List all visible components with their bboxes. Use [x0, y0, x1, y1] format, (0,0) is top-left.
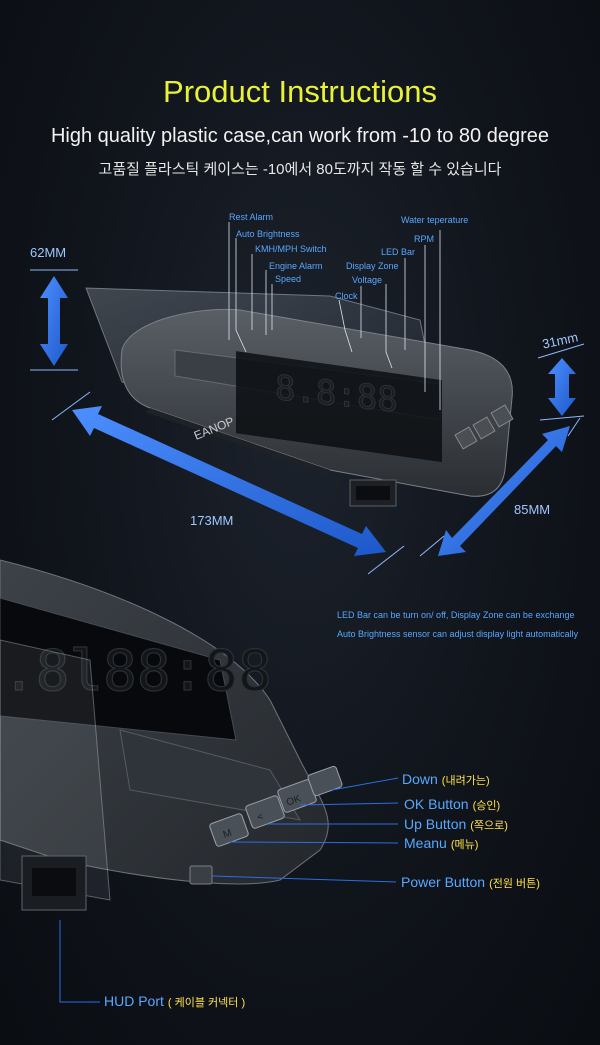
callout-leaders [228, 222, 441, 410]
label-engine-alarm: Engine Alarm [269, 261, 323, 271]
label-speed: Speed [275, 274, 302, 284]
dimension-height: 62MM [30, 245, 67, 260]
label-up-korean: (쪽으로) [470, 820, 508, 832]
label-voltage: Voltage [352, 275, 383, 285]
label-power-button: Power Button(전원 버튼) [401, 874, 540, 891]
label-hud-port-text: HUD Port [104, 993, 164, 1009]
label-hud-port: HUD Port( 케이블 커넥터 ) [104, 993, 245, 1010]
label-menu-text: Meanu [404, 835, 447, 851]
label-up-button: Up Button(쪽으로) [404, 816, 508, 833]
label-led-bar: LED Bar [381, 247, 416, 257]
label-hud-port-korean: ( 케이블 커넥터 ) [167, 997, 246, 1009]
label-menu-korean: (메뉴) [450, 839, 479, 851]
dimension-arrows [30, 269, 585, 575]
button-leaders [59, 777, 399, 1003]
closeup-hud-device: .8l88:88 M < OK [0, 559, 343, 911]
subtitle-english: High quality plastic case,can work from … [50, 125, 550, 147]
label-down-korean: (내려가는) [441, 775, 490, 787]
label-down-button: Down(내려가는) [402, 771, 490, 788]
label-down-text: Down [402, 771, 438, 787]
note-auto-brightness: Auto Brightness sensor can adjust displa… [337, 629, 579, 639]
note-led-bar: LED Bar can be turn on/ off, Display Zon… [337, 610, 575, 620]
label-ok-text: OK Button [404, 796, 469, 812]
label-ok-korean: (승인) [472, 800, 501, 812]
label-clock: Clock [335, 291, 358, 301]
label-water-temperature: Water teperature [401, 215, 469, 225]
label-display-zone: Display Zone [346, 261, 399, 271]
label-power-text: Power Button [401, 874, 486, 890]
dimension-length: 173MM [190, 513, 234, 528]
label-auto-brightness: Auto Brightness [236, 229, 300, 239]
label-up-text: Up Button [404, 816, 467, 832]
page-title: Product Instructions [163, 74, 437, 109]
svg-text:.8l88:88: .8l88:88 [2, 639, 272, 704]
label-kmh-mph-switch: KMH/MPH Switch [255, 244, 327, 254]
label-rpm: RPM [414, 234, 434, 244]
top-hud-device: 8.8:88 EANOP [85, 287, 514, 507]
dimension-depth: 85MM [514, 502, 551, 517]
label-menu-button: Meanu(메뉴) [404, 835, 478, 852]
svg-text:<: < [256, 811, 265, 823]
svg-text:OK: OK [285, 793, 303, 808]
label-ok-button: OK Button(승인) [404, 796, 500, 813]
label-power-korean: (전원 버튼) [489, 878, 540, 890]
subtitle-korean: 고품질 플라스틱 케이스는 -10에서 80도까지 작동 할 수 있습니다 [98, 161, 502, 178]
label-rest-alarm: Rest Alarm [229, 212, 274, 222]
svg-text:M: M [222, 828, 234, 841]
